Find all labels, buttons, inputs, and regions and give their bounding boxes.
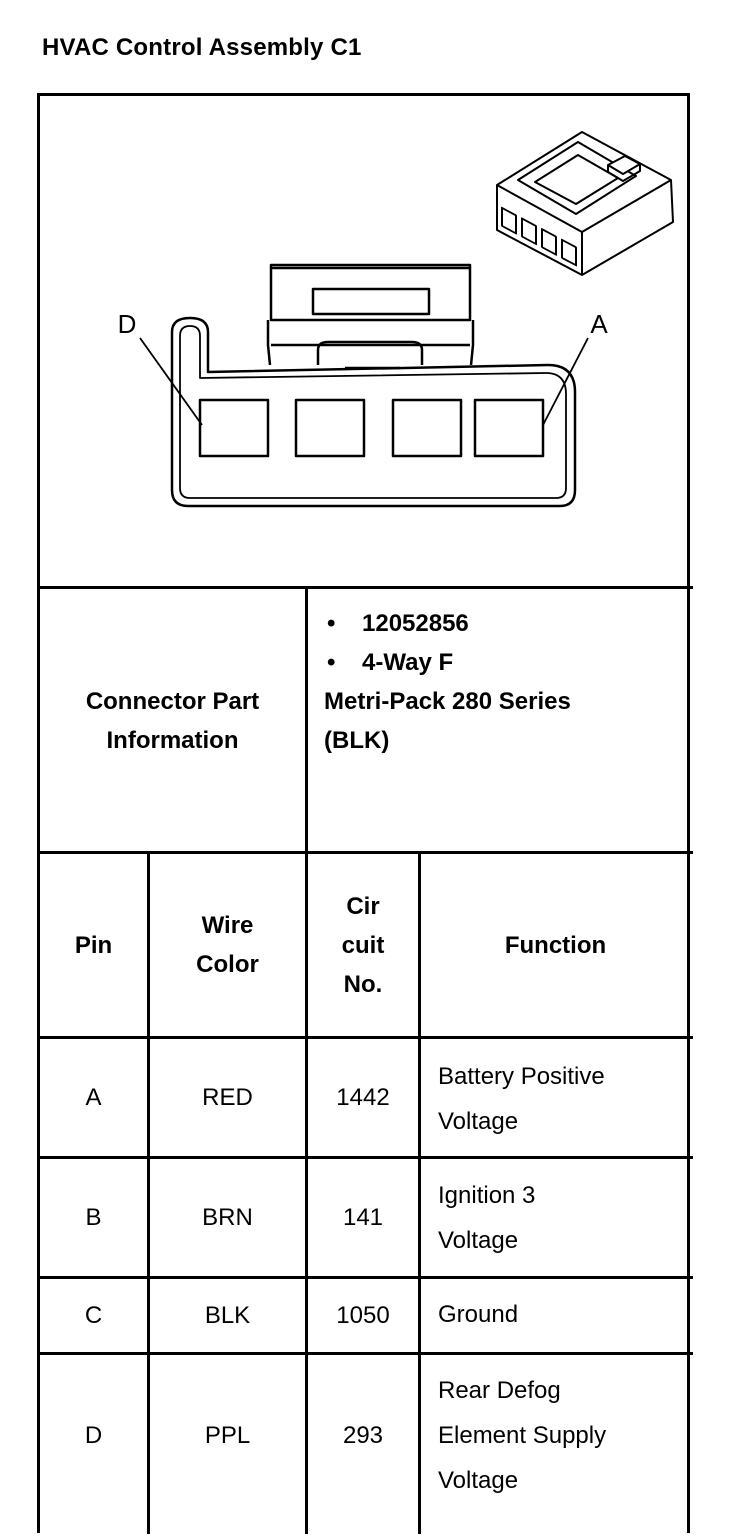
connector-diagram <box>139 131 674 508</box>
header-function: Function <box>504 931 607 959</box>
row-c-function: Ground <box>438 1292 518 1337</box>
header-wire-color-line2: Color <box>196 951 259 978</box>
connector-color: (BLK) <box>324 727 390 754</box>
connector-info-details: • 12052856 • 4-Way F Metri-Pack 280 Series… <box>324 604 571 760</box>
row-a-pin: A <box>85 1084 102 1111</box>
connector-info-label: Connector Part Information <box>40 682 305 760</box>
row-b-pin: B <box>85 1204 102 1231</box>
part-number: 12052856 <box>362 610 469 637</box>
connector-info-label-line1: Connector Part <box>85 688 260 715</box>
row-c-wire: BLK <box>204 1302 251 1329</box>
bullet-icon: • <box>327 649 336 676</box>
connector-iso-icon <box>496 131 674 276</box>
row-d-wire: PPL <box>204 1421 251 1449</box>
connector-info-label-line2: Information <box>106 727 239 754</box>
header-circuit-line2: cuit <box>341 931 385 959</box>
row-a-function: Battery Positive Voltage <box>438 1054 605 1144</box>
row-d-function-line3: Voltage <box>438 1467 519 1494</box>
header-circuit-line3: No. <box>343 970 383 998</box>
row-c-function-line1: Ground <box>438 1301 519 1328</box>
row-d-function-line2: Element Supply <box>438 1422 607 1449</box>
divider-info <box>37 851 693 854</box>
row-b-function-line1: Ignition 3 <box>438 1182 536 1209</box>
row-a-circuit: 1442 <box>336 1084 390 1111</box>
divider-row-c <box>37 1352 693 1355</box>
row-b-circuit: 141 <box>342 1204 384 1231</box>
bullet-icon: • <box>327 610 336 637</box>
pin-label-a: A <box>590 308 608 339</box>
row-a-function-line2: Voltage <box>438 1108 519 1135</box>
column-divider-circuit <box>418 854 421 1534</box>
pin-label-d: D <box>117 308 137 339</box>
header-circuit: Cir cuit No. <box>308 854 418 1036</box>
row-c-pin: C <box>84 1302 103 1329</box>
header-wire-color: Wire Color <box>150 854 305 1036</box>
divider-row-b <box>37 1276 693 1279</box>
divider-diagram <box>37 586 693 589</box>
row-d-circuit: 293 <box>342 1421 384 1449</box>
row-d-pin: D <box>84 1421 103 1449</box>
row-b-function: Ignition 3 Voltage <box>438 1173 535 1263</box>
connector-series: Metri-Pack 280 Series <box>324 688 571 715</box>
row-b-function-line2: Voltage <box>438 1227 519 1254</box>
row-d-function-line1: Rear Defog <box>438 1377 561 1404</box>
column-divider-info <box>305 589 308 1534</box>
row-a-function-line1: Battery Positive <box>438 1063 605 1090</box>
row-c-circuit: 1050 <box>336 1302 390 1329</box>
connector-description: 4-Way F <box>362 649 454 676</box>
divider-row-a <box>37 1156 693 1159</box>
header-pin: Pin <box>74 931 113 959</box>
row-b-wire: BRN <box>202 1204 253 1231</box>
header-circuit-line1: Cir <box>346 892 380 920</box>
row-d-function: Rear Defog Element Supply Voltage <box>438 1368 606 1503</box>
column-divider-pin <box>147 854 150 1534</box>
row-a-wire: RED <box>202 1084 253 1111</box>
header-wire-color-line1: Wire <box>201 912 254 939</box>
divider-header <box>37 1036 693 1039</box>
page-title: HVAC Control Assembly C1 <box>42 34 362 61</box>
connector-sheet <box>37 93 690 1533</box>
